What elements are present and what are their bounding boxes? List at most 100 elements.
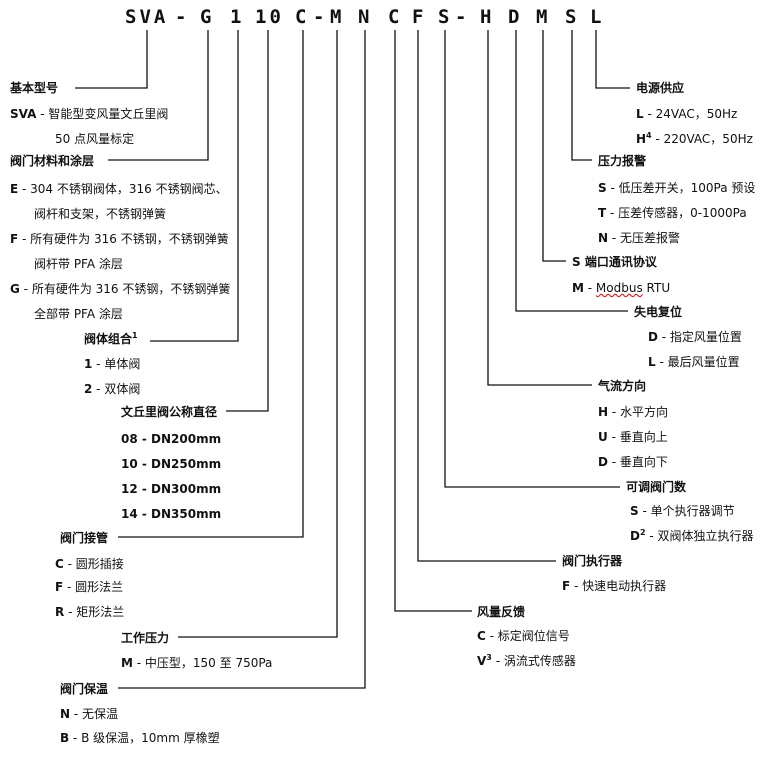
heading-text: 阀体组合 [84, 332, 133, 346]
body-combo-option-1: 1 - 单体阀 [84, 356, 140, 372]
airflow-option-d: D - 垂直向下 [598, 454, 668, 470]
body-combo-option-2: 2 - 双体阀 [84, 381, 140, 397]
power-option-h: H4 - 220VAC，50Hz [636, 131, 753, 147]
code-segment-1: 1 [230, 6, 245, 28]
airflow-option-u: U - 垂直向上 [598, 429, 668, 445]
option-text: - B 级保温，10mm 厚橡塑 [69, 731, 220, 745]
option-text: - 水平方向 [608, 405, 669, 419]
option-text: - 垂直向上 [607, 430, 668, 444]
option-key: H [636, 132, 647, 146]
option-key: F [55, 580, 64, 594]
code-segment-sva: SVA [125, 6, 169, 28]
insulation-option-b: B - B 级保温，10mm 厚橡塑 [60, 730, 220, 746]
pressure-option-m: M - 中压型，150 至 750Pa [121, 655, 272, 671]
line-h [487, 30, 592, 386]
option-text: - 304 不锈钢阀体，316 不锈钢阀芯、 [18, 182, 228, 196]
option-key: N [598, 231, 609, 245]
line-10 [226, 30, 269, 412]
option-key: C [55, 557, 64, 571]
option-text: - 无压差报警 [608, 231, 681, 245]
airflow-option-h: H - 水平方向 [598, 404, 668, 420]
line-n [118, 30, 366, 689]
option-key: 2 [84, 382, 93, 396]
pressure-heading: 工作压力 [121, 631, 170, 645]
line-m [178, 30, 338, 638]
option-text: - 单体阀 [92, 357, 141, 371]
code-segment-c: C [295, 6, 310, 28]
material-heading: 阀门材料和涂层 [10, 154, 95, 168]
code-segment-f: F [412, 6, 427, 28]
connection-option-c: C - 圆形插接 [55, 556, 124, 572]
option-key: U [598, 430, 608, 444]
material-option-g-cont: 全部带 PFA 涂层 [34, 307, 123, 321]
protocol-option-m: M - Modbus RTU [572, 280, 670, 296]
option-text: - 矩形法兰 [64, 605, 125, 619]
diameter-heading: 文丘里阀公称直径 [121, 405, 218, 419]
option-text: - 智能型变风量文丘里阀 [36, 107, 169, 121]
option-key: V [477, 654, 487, 668]
option-text: - 所有硬件为 316 不锈钢，不锈钢弹簧 [19, 282, 231, 296]
line-g [108, 30, 209, 161]
line-l [595, 30, 630, 89]
option-key: S [598, 181, 607, 195]
option-key: D [630, 529, 640, 543]
option-text: - [583, 281, 596, 295]
code-segment-n: N [358, 6, 373, 28]
line-s2 [571, 30, 592, 161]
option-key: B [60, 731, 70, 745]
option-text: - 快速电动执行器 [570, 579, 667, 593]
code-segment-s2: S [565, 6, 580, 28]
line-c2 [394, 30, 472, 612]
option-key: SVA [10, 107, 37, 121]
material-option-e: E - 304 不锈钢阀体，316 不锈钢阀芯、 [10, 181, 228, 197]
option-text: - 双体阀 [92, 382, 141, 396]
footnote-mark: 3 [486, 653, 492, 662]
option-text: - 中压型，150 至 750Pa [132, 656, 273, 670]
option-key: F [562, 579, 571, 593]
code-dash-2: - [313, 6, 328, 28]
adjustable-heading: 可调阀门数 [626, 480, 687, 494]
option-text: - 圆形插接 [63, 557, 124, 571]
option-text: - 标定阀位信号 [485, 629, 570, 643]
connection-heading: 阀门接管 [60, 531, 109, 545]
power-fail-option-l: L - 最后风量位置 [648, 354, 740, 370]
adjustable-option-s: S - 单个执行器调节 [630, 503, 735, 519]
option-key: M [572, 281, 584, 295]
actuator-option-f: F - 快速电动执行器 [562, 578, 666, 594]
pressure-alarm-option-s: S - 低压差开关，100Pa 预设 [598, 180, 755, 196]
diameter-option-12: 12 - DN300mm [121, 482, 222, 496]
line-f [417, 30, 556, 562]
pressure-alarm-heading: 压力报警 [598, 154, 647, 168]
insulation-option-n: N - 无保温 [60, 706, 118, 722]
option-key: S [630, 504, 639, 518]
option-key: E [10, 182, 19, 196]
feedback-heading: 风量反馈 [477, 605, 526, 619]
line-m2 [542, 30, 566, 262]
option-key: F [10, 232, 19, 246]
option-key: L [636, 107, 644, 121]
protocol-heading: S 端口通讯协议 [572, 255, 657, 269]
adjustable-option-d: D2 - 双阀体独立执行器 [630, 528, 754, 544]
connection-option-f: F - 圆形法兰 [55, 579, 123, 595]
material-option-f-cont: 阀杆带 PFA 涂层 [34, 257, 123, 271]
option-text: - 220VAC，50Hz [651, 132, 753, 146]
code-segment-10: 10 [255, 6, 284, 28]
code-segment-m2: M [536, 6, 551, 28]
option-text: - 24VAC，50Hz [643, 107, 738, 121]
option-key: G [10, 282, 20, 296]
option-key: C [477, 629, 486, 643]
code-segment-s: S [438, 6, 453, 28]
line-s [444, 30, 620, 488]
material-option-f: F - 所有硬件为 316 不锈钢，不锈钢弹簧 [10, 231, 229, 247]
option-key: R [55, 605, 65, 619]
option-key: N [60, 707, 71, 721]
body-combo-heading: 阀体组合1 [84, 331, 138, 347]
option-text: - 低压差开关，100Pa 预设 [606, 181, 756, 195]
code-segment-g: G [200, 6, 215, 28]
line-c [118, 30, 304, 538]
option-text: - 垂直向下 [607, 455, 668, 469]
actuator-heading: 阀门执行器 [562, 554, 623, 568]
line-d [515, 30, 628, 312]
